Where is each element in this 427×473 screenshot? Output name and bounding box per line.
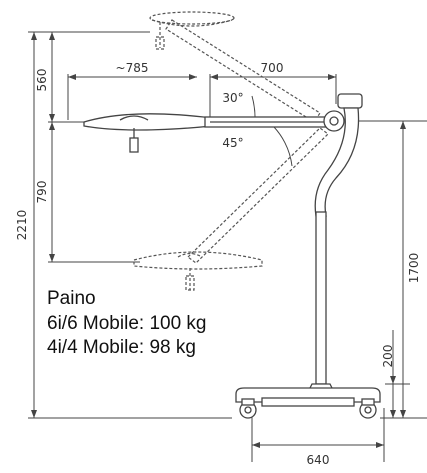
dim-total-height: 2210 [15,210,29,241]
dimension-arrows [31,32,406,448]
dim-column-height: 1700 [407,253,421,284]
dim-angle-down: 45° [222,136,243,150]
weight-info: Paino 6i/6 Mobile: 100 kg 4i/4 Mobile: 9… [47,287,207,361]
lamp-head-raised [149,11,321,123]
dim-upper-travel: 560 [35,69,49,92]
weight-title: Paino [47,288,96,309]
dim-base-height: 200 [381,345,395,368]
weight-line-4i: 4i/4 Mobile: 98 kg [47,337,196,358]
lamp-head-horizontal [83,113,336,153]
lamp-head-lowered [133,127,329,291]
dim-reach: ~785 [116,61,149,75]
dim-lower-travel: 790 [35,181,49,204]
weight-line-6i: 6i/6 Mobile: 100 kg [47,312,207,334]
dim-base-width: 640 [307,453,330,467]
dim-angle-up: 30° [222,91,243,105]
dim-arm-length: 700 [261,61,284,75]
stand [235,93,381,419]
